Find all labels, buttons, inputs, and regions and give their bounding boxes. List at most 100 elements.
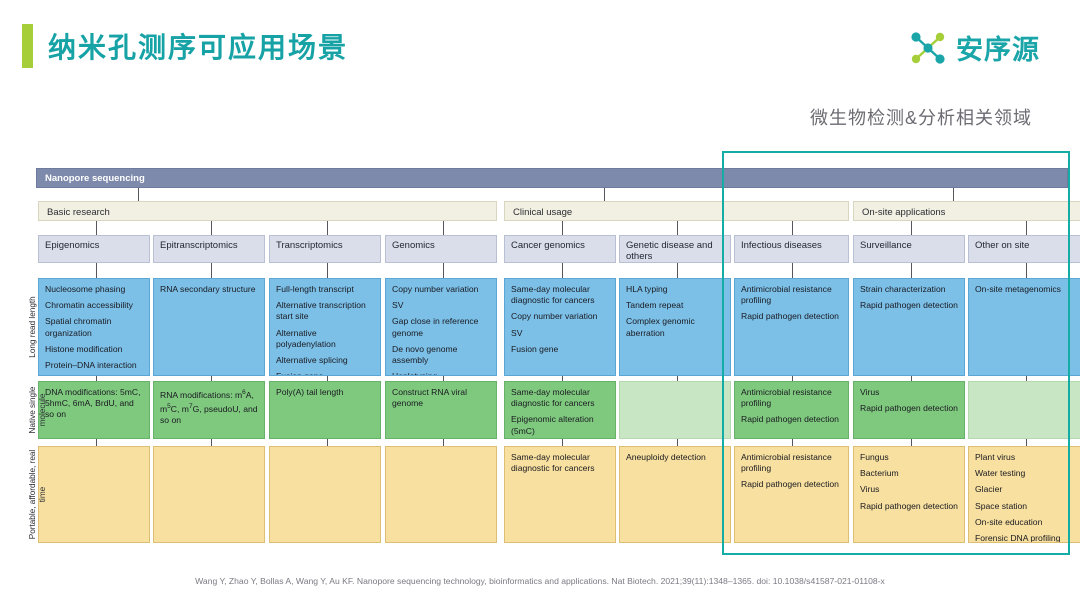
cell-item: Alternative splicing — [276, 355, 348, 366]
connector-line — [443, 376, 444, 381]
title-accent-bar — [22, 24, 33, 68]
column-header-epigenomics: Epigenomics — [38, 235, 150, 263]
cell-item: Plant virus — [975, 452, 1016, 462]
connector-line — [327, 439, 328, 446]
cell-item: On-site education — [975, 516, 1043, 527]
row-label-long-read-length: Long read length — [28, 296, 37, 358]
cell-item: Fusion gene — [276, 371, 375, 375]
cell-item: RNA secondary structure — [160, 284, 256, 294]
category-on-site-applications: On-site applications — [853, 201, 1080, 221]
connector-line — [211, 263, 212, 278]
connector-line — [562, 221, 563, 235]
cell-item: Rapid pathogen detection — [741, 311, 839, 322]
cell-r1-c9: On-site metagenomics — [968, 278, 1080, 376]
cell-r3-c2 — [153, 446, 265, 543]
cell-item: Epigenomic alteration (5mC) — [511, 414, 594, 436]
molecule-network-icon — [911, 31, 945, 64]
connector-line — [953, 188, 954, 201]
cell-item: Chromatin accessibility — [45, 300, 133, 311]
connector-line — [677, 376, 678, 381]
cell-r2-c3: Poly(A) tail length — [269, 381, 381, 439]
connector-line — [443, 221, 444, 235]
cell-item: Aneuploidy detection — [626, 452, 706, 462]
cell-item: Rapid pathogen detection — [741, 479, 839, 490]
connector-line — [211, 439, 212, 446]
cell-item: Glacier — [975, 484, 1003, 495]
connector-line — [443, 439, 444, 446]
cell-r1-c5: Same-day molecular diagnostic for cancer… — [504, 278, 616, 376]
cell-item: Bacterium — [860, 468, 899, 479]
cell-item: Nucleosome phasing — [45, 284, 126, 294]
category-clinical-usage: Clinical usage — [504, 201, 849, 221]
cell-item: Histone modification — [45, 343, 123, 354]
cell-item: Rapid pathogen detection — [860, 300, 958, 311]
connector-line — [327, 376, 328, 381]
cell-r3-c6: Aneuploidy detection — [619, 446, 731, 543]
connector-line — [792, 221, 793, 235]
connector-line — [1026, 221, 1027, 235]
cell-item: Antimicrobial resistance profiling — [741, 452, 832, 474]
cell-item: SV — [511, 327, 523, 338]
connector-line — [1026, 376, 1027, 381]
column-header-infectious-diseases: Infectious diseases — [734, 235, 849, 263]
cell-item: HLA typing — [626, 284, 668, 294]
cell-item: Water testing — [975, 468, 1026, 479]
cell-item: Antimicrobial resistance profiling — [741, 284, 832, 306]
connector-line — [327, 221, 328, 235]
cell-item: Strain characterization — [860, 284, 946, 294]
logo-text: 安序源 — [956, 35, 1040, 65]
connector-line — [911, 263, 912, 278]
connector-line — [443, 263, 444, 278]
connector-line — [1026, 439, 1027, 446]
connector-line — [96, 221, 97, 235]
cell-r2-c6 — [619, 381, 731, 439]
connector-line — [562, 376, 563, 381]
cell-item: Antimicrobial resistance profiling — [741, 387, 832, 409]
connector-line — [562, 263, 563, 278]
cell-item: Construct RNA viral genome — [392, 387, 467, 409]
cell-item: Complex genomic aberration — [626, 316, 695, 338]
connector-line — [562, 439, 563, 446]
cell-r3-c4 — [385, 446, 497, 543]
cell-item: Copy number variation — [511, 311, 598, 322]
cell-item: Virus — [860, 387, 880, 397]
cell-item: Fungus — [860, 452, 889, 462]
cell-item: Same-day molecular diagnostic for cancer… — [511, 284, 595, 306]
connector-line — [96, 263, 97, 278]
connector-line — [138, 188, 139, 201]
cell-item: Gap close in reference genome — [392, 316, 479, 338]
connector-line — [677, 221, 678, 235]
highlight-annotation-label: 微生物检测&分析相关领域 — [809, 108, 1032, 128]
column-header-epitranscriptomics: Epitranscriptomics — [153, 235, 265, 263]
cell-item: RNA modifications: m6A, m5C, m7G, pseudo… — [160, 389, 258, 426]
cell-item: On-site metagenomics — [975, 284, 1061, 294]
connector-line — [677, 263, 678, 278]
cell-r2-c2: RNA modifications: m6A, m5C, m7G, pseudo… — [153, 381, 265, 439]
root-node-nanopore-sequencing: Nanopore sequencing — [36, 168, 1068, 188]
cell-r3-c1 — [38, 446, 150, 543]
connector-line — [911, 439, 912, 446]
cell-item: De novo genome assembly — [392, 343, 458, 366]
cell-item: Same-day molecular diagnostic for cancer… — [511, 387, 595, 409]
cell-item: Rapid pathogen detection — [860, 500, 958, 511]
cell-r2-c4: Construct RNA viral genome — [385, 381, 497, 439]
cell-r2-c1: DNA modifications: 5mC, 5hmC, 6mA, BrdU,… — [38, 381, 150, 439]
cell-r3-c3 — [269, 446, 381, 543]
connector-line — [677, 439, 678, 446]
cell-item: Virus — [860, 484, 880, 495]
cell-item: Rapid pathogen detection — [741, 414, 839, 425]
cell-item: Tandem repeat — [626, 300, 684, 311]
cell-item: Alternative transcription start site — [276, 300, 366, 322]
cell-r2-c5: Same-day molecular diagnostic for cancer… — [504, 381, 616, 439]
connector-line — [792, 439, 793, 446]
